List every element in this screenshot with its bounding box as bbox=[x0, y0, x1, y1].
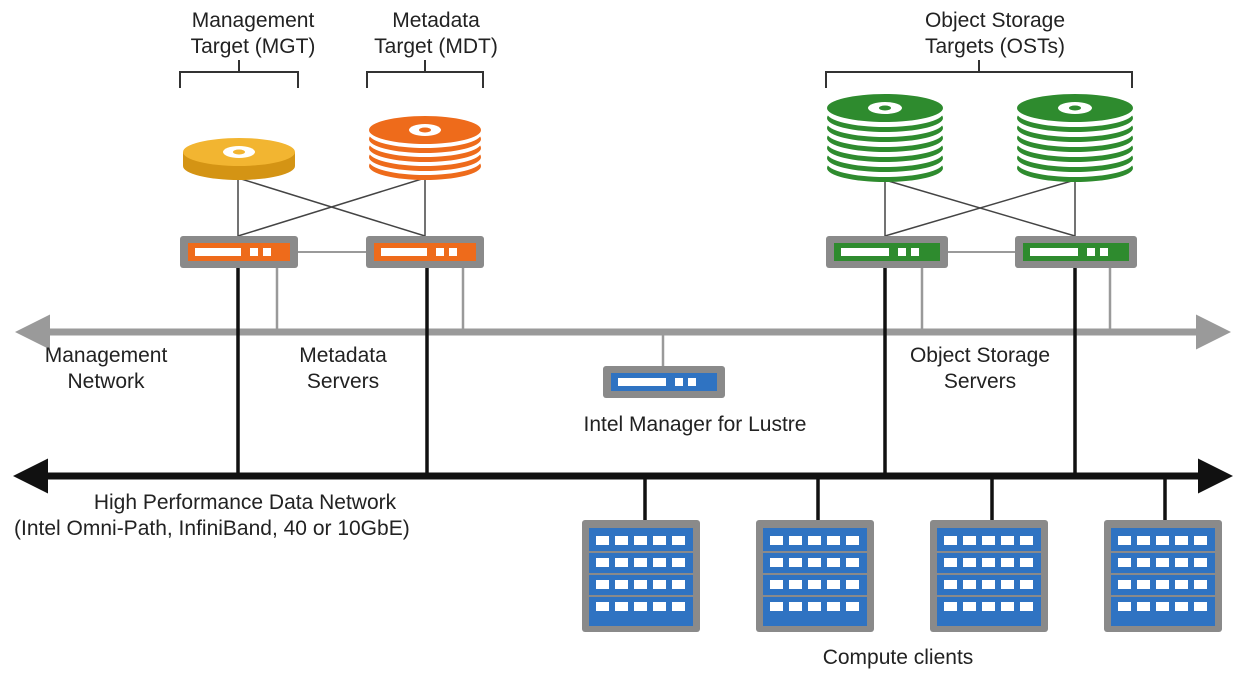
compute-rack-icon bbox=[930, 520, 1048, 632]
ost-label-line1: Object Storage bbox=[924, 9, 1066, 32]
server-unit-icon bbox=[826, 236, 948, 268]
metadata-servers-label: Metadata Servers bbox=[299, 343, 387, 395]
object-storage-servers-label: Object Storage Servers bbox=[910, 343, 1050, 395]
mgt-label: Management Target (MGT) bbox=[191, 8, 316, 60]
server-unit-icon bbox=[1015, 236, 1137, 268]
compute-rack-icon bbox=[756, 520, 874, 632]
manager-server-icon bbox=[603, 366, 725, 398]
object-storage-servers-label-line2: Servers bbox=[943, 370, 1017, 393]
ost-disk-stack-icon bbox=[1017, 94, 1133, 182]
data-network-label: High Performance Data Network (Intel Omn… bbox=[14, 490, 410, 542]
object-target-links bbox=[884, 179, 1076, 237]
management-network-label-line1: Management bbox=[44, 344, 168, 367]
mdt-bracket bbox=[366, 60, 484, 88]
metadata-target-links bbox=[237, 177, 426, 237]
server-unit-icon bbox=[180, 236, 298, 268]
compute-rack-icon bbox=[1104, 520, 1222, 632]
ost-label: Object Storage Targets (OSTs) bbox=[925, 8, 1065, 60]
ost-bracket bbox=[825, 60, 1133, 88]
management-network-label: Management Network bbox=[45, 343, 168, 395]
mgt-label-line2: Target (MGT) bbox=[190, 35, 316, 58]
server-unit-icon bbox=[366, 236, 484, 268]
mdt-label: Metadata Target (MDT) bbox=[374, 8, 498, 60]
mdt-disk-stack-icon bbox=[369, 116, 481, 180]
mdt-label-line1: Metadata bbox=[392, 9, 480, 32]
data-network-label-line2: (Intel Omni-Path, InfiniBand, 40 or 10Gb… bbox=[14, 517, 410, 540]
ost-label-line2: Targets (OSTs) bbox=[924, 35, 1066, 58]
mdt-label-line2: Target (MDT) bbox=[374, 35, 498, 58]
mgt-bracket bbox=[179, 60, 299, 88]
management-network-label-line2: Network bbox=[67, 370, 145, 393]
compute-rack-icon bbox=[582, 520, 700, 632]
data-network-label-line1: High Performance Data Network bbox=[93, 491, 397, 514]
intel-manager-label: Intel Manager for Lustre bbox=[583, 413, 807, 436]
metadata-servers-label-line2: Servers bbox=[306, 370, 380, 393]
compute-clients-label: Compute clients bbox=[822, 646, 974, 669]
metadata-servers-label-line1: Metadata bbox=[299, 344, 387, 367]
mgt-disk-icon bbox=[183, 138, 295, 180]
object-storage-servers-label-line1: Object Storage bbox=[909, 344, 1051, 367]
mgt-label-line1: Management bbox=[191, 9, 315, 32]
ost-disk-stack-icon bbox=[827, 94, 943, 182]
